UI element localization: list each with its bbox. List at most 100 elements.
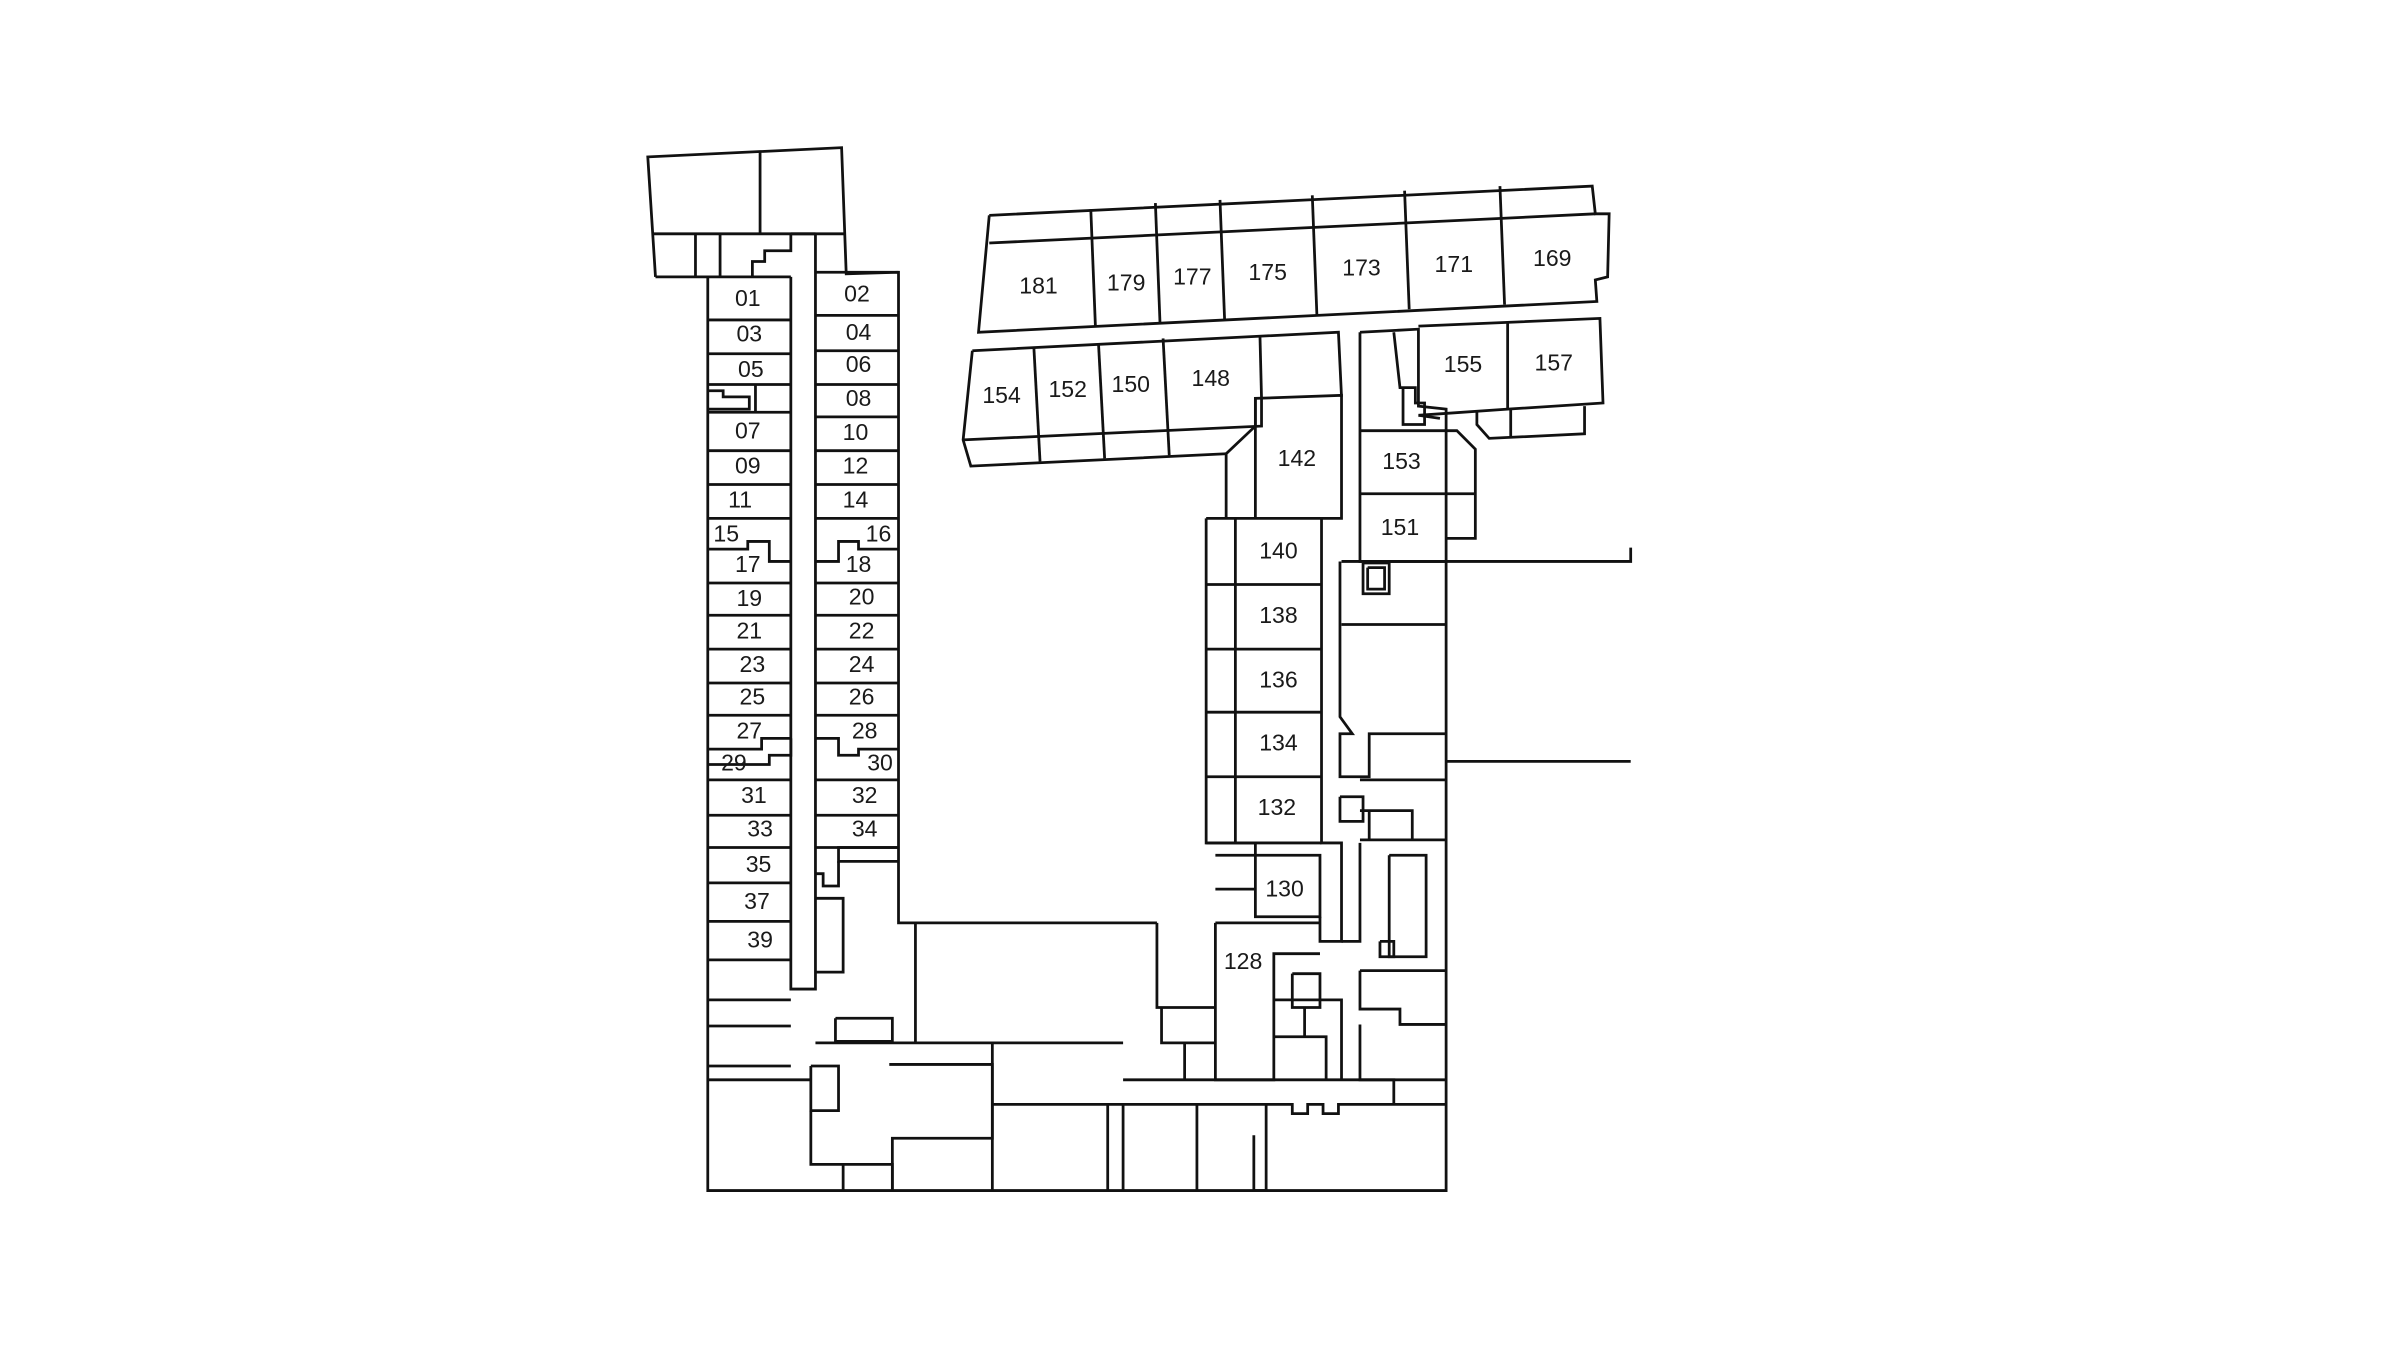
room-label: 154	[982, 382, 1021, 408]
wall	[750, 233, 793, 277]
wall	[992, 1103, 1125, 1191]
wall	[809, 1064, 840, 1112]
wall	[989, 212, 1596, 245]
wall	[707, 736, 791, 751]
room-label: 39	[747, 926, 773, 952]
room-label: 04	[846, 319, 872, 345]
room-label: 28	[852, 717, 878, 743]
room-label: 12	[843, 453, 869, 479]
wall	[789, 233, 817, 991]
room-label: 32	[852, 782, 878, 808]
wall	[1358, 1024, 1396, 1105]
room-labels: 0103050709111517192123252729313335373902…	[713, 245, 1573, 974]
room-label: 02	[844, 280, 870, 306]
wall	[1359, 327, 1448, 431]
wall	[1418, 413, 1441, 420]
wall	[707, 738, 793, 766]
room-label: 30	[867, 750, 893, 776]
wall	[815, 540, 899, 563]
room-label: 33	[747, 816, 773, 842]
room-label: 31	[741, 782, 767, 808]
room-label: 17	[735, 551, 761, 577]
room-label: 175	[1248, 259, 1286, 285]
room-label: 151	[1381, 514, 1419, 540]
wall	[815, 736, 899, 757]
wall	[1218, 199, 1226, 320]
room-label: 153	[1382, 448, 1420, 474]
wall	[972, 330, 1343, 397]
wall	[1341, 842, 1362, 943]
room-label: 11	[728, 487, 752, 513]
wall	[1318, 841, 1343, 943]
room-label: 14	[843, 487, 869, 513]
wall	[1213, 922, 1320, 1082]
wall	[1204, 518, 1256, 845]
wall	[1252, 1104, 1268, 1192]
room-label: 07	[735, 417, 761, 443]
wall	[1403, 190, 1411, 310]
room-label: 27	[736, 717, 762, 743]
room-label: 140	[1259, 537, 1297, 563]
wall	[1154, 202, 1162, 324]
wall	[963, 398, 1263, 442]
room-label: 34	[852, 816, 878, 842]
room-label: 21	[736, 617, 762, 643]
room-label: 29	[721, 750, 747, 776]
wall	[1338, 561, 1447, 779]
room-label: 26	[849, 683, 875, 709]
wall	[1160, 1007, 1216, 1045]
wall	[1475, 406, 1586, 440]
wall	[815, 896, 845, 974]
wall	[1161, 338, 1171, 456]
room-label: 19	[736, 585, 762, 611]
wall	[1359, 809, 1414, 840]
room-label: 37	[744, 888, 770, 914]
wall	[1387, 853, 1428, 959]
room-label: 181	[1019, 273, 1057, 299]
room-label: 150	[1112, 371, 1150, 397]
wall	[1338, 795, 1365, 823]
room-label: 157	[1535, 350, 1573, 376]
wall	[1498, 186, 1506, 305]
room-label: 23	[740, 651, 766, 677]
room-label: 169	[1533, 245, 1571, 271]
room-label: 16	[866, 520, 892, 546]
room-label: 01	[735, 285, 761, 311]
wall	[1392, 332, 1426, 426]
wall	[1418, 316, 1605, 417]
wall	[655, 275, 1448, 1192]
room-label: 179	[1107, 270, 1145, 296]
wall	[1273, 998, 1343, 1080]
room-label: 05	[738, 356, 764, 382]
room-label: 06	[846, 351, 872, 377]
wall	[834, 1016, 894, 1043]
room-label: 24	[849, 651, 875, 677]
wall	[1273, 1035, 1328, 1080]
room-label: 130	[1265, 876, 1303, 902]
wall	[843, 1163, 894, 1191]
wall	[1310, 195, 1319, 316]
room-label: 173	[1342, 254, 1380, 280]
wall	[1366, 566, 1386, 591]
room-label: 18	[846, 551, 872, 577]
room-label: 20	[849, 583, 875, 609]
wall	[1290, 972, 1322, 1009]
wall	[815, 861, 840, 888]
wall	[1358, 970, 1447, 1026]
wall	[707, 540, 791, 563]
wall	[1361, 561, 1391, 596]
wall	[976, 184, 1611, 334]
room-label: 134	[1259, 730, 1298, 756]
wall	[837, 846, 899, 863]
wall	[1032, 347, 1042, 462]
room-label: 10	[843, 419, 869, 445]
room-label: 15	[713, 520, 739, 546]
wall	[889, 1063, 994, 1191]
room-label: 132	[1258, 794, 1296, 820]
wall	[1097, 342, 1107, 459]
wall	[961, 350, 1227, 468]
room-label: 08	[846, 385, 872, 411]
wall	[809, 1110, 845, 1191]
wall	[1341, 547, 1633, 563]
